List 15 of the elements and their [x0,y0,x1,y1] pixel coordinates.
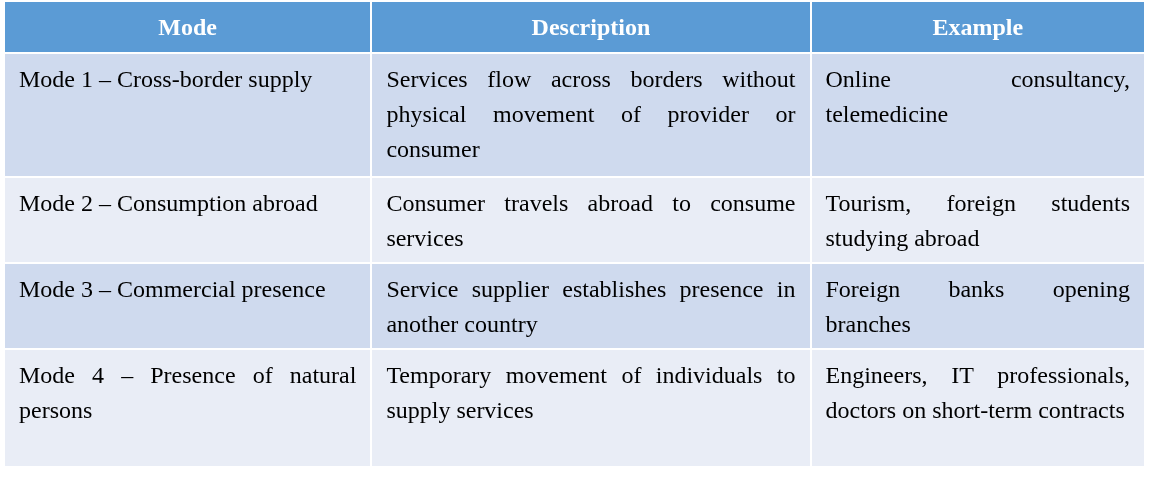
column-header: Description [371,1,811,53]
table-cell: Online consultancy, telemedicine [810,53,1145,177]
table-cell: Foreign banks opening branches [810,263,1145,349]
table-cell: Consumer travels abroad to consume services [371,177,811,263]
table-cell: Mode 2 – Consumption abroad [4,177,372,263]
table-cell: Tourism, foreign students studying abroad [810,177,1145,263]
table-cell: Engineers, IT professionals, doctors on short-term contracts [810,349,1145,467]
table-cell: Service supplier establishes presence in another country [371,263,811,349]
table-cell: Temporary movement of individuals to supply services [371,349,811,467]
table-cell: Mode 3 – Commercial presence [4,263,372,349]
column-header: Mode [4,1,372,53]
table-cell: Services flow across borders without physical movement of provider or consumer [371,53,811,177]
column-header: Example [810,1,1145,53]
table-cell: Mode 1 – Cross-border supply [4,53,372,177]
table-cell: Mode 4 – Presence of natural persons [4,349,372,467]
